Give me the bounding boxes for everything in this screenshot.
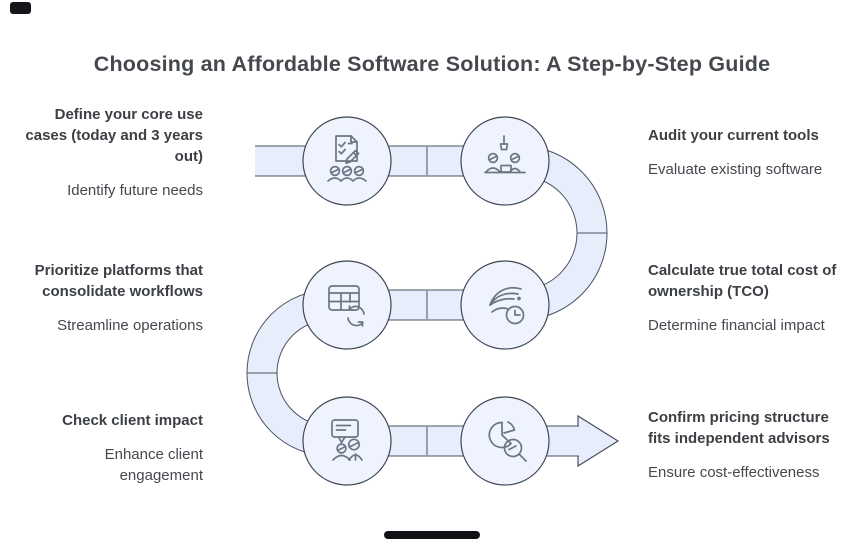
step-circle-5 [302, 396, 392, 486]
step-1-subtext: Identify future needs [67, 182, 203, 199]
pie-magnifier-icon [488, 421, 527, 462]
table-sync-icon [328, 285, 365, 327]
step-4-heading: Calculate true total cost of ownership (… [648, 262, 837, 300]
page-title: Choosing an Affordable Software Solution… [93, 52, 771, 76]
flow-band [247, 146, 607, 456]
meeting-desk-icon [484, 135, 526, 174]
step-6-subtext: Ensure cost-effectiveness [648, 464, 820, 481]
step-3-subtext: Streamline operations [57, 317, 203, 334]
step-circle-2 [460, 116, 550, 206]
segment-dividers [247, 147, 607, 456]
step-5-subtext: Enhance client engagement [104, 446, 203, 484]
step-circle-6 [460, 396, 550, 486]
bottom-home-indicator-bar [384, 531, 480, 539]
step-3-heading: Prioritize platforms that consolidate wo… [34, 262, 203, 300]
flow-arrowhead [577, 414, 620, 468]
wind-clock-icon [489, 286, 525, 325]
step-6-text: Confirm pricing structure fits independe… [648, 407, 844, 483]
step-2-subtext: Evaluate existing software [648, 161, 823, 178]
step-circle-4 [460, 260, 550, 350]
step-4-text: Calculate true total cost of ownership (… [648, 260, 844, 336]
step-5-text: Check client impact Enhance client engag… [20, 410, 203, 486]
step-circle-3 [302, 260, 392, 350]
step-4-subtext: Determine financial impact [648, 317, 825, 334]
checklist-team-icon [327, 135, 367, 182]
step-2-text: Audit your current tools Evaluate existi… [648, 125, 844, 180]
step-2-heading: Audit your current tools [648, 127, 819, 144]
chat-people-icon [331, 419, 363, 461]
step-1-heading: Define your core use cases (today and 3 … [25, 106, 203, 165]
step-1-text: Define your core use cases (today and 3 … [20, 104, 203, 201]
step-3-text: Prioritize platforms that consolidate wo… [20, 260, 203, 336]
top-left-corner-mark [10, 2, 31, 14]
step-5-heading: Check client impact [62, 412, 203, 429]
step-6-heading: Confirm pricing structure fits independe… [648, 409, 830, 447]
